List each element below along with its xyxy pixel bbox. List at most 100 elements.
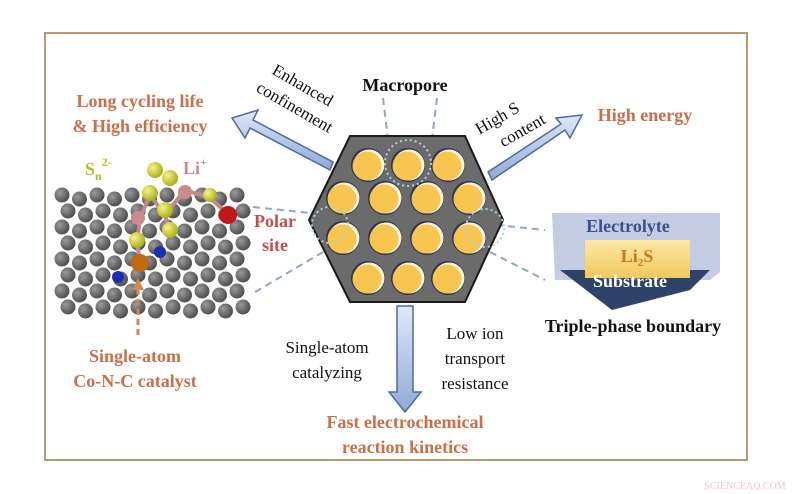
- carbon-atom: [229, 283, 245, 299]
- substrate-label: Substrate: [593, 271, 667, 291]
- sulfur-atom: [162, 170, 178, 186]
- transport-label: transport: [445, 349, 506, 368]
- carbon-atom: [194, 251, 210, 267]
- pointer-arrowhead: [132, 278, 144, 290]
- carbon-atom: [60, 267, 76, 283]
- carbon-atom: [72, 223, 87, 239]
- macropore: [369, 184, 399, 214]
- macropores: [326, 148, 486, 295]
- arrow-right-up: [487, 114, 584, 182]
- polysulfide-label: Sn2-: [85, 155, 112, 183]
- carbon-atom: [142, 223, 157, 239]
- carbon-atom: [183, 239, 198, 255]
- carbon-atom: [78, 207, 93, 223]
- carbon-atom: [212, 223, 227, 239]
- carbon-atom: [218, 239, 233, 255]
- conc-catalyst-label: Co-N-C catalyst: [73, 371, 196, 391]
- carbon-atom: [235, 267, 251, 283]
- carbon-atom: [165, 299, 181, 315]
- cobalt-atom: [131, 254, 149, 272]
- sulfur-atom: [142, 185, 158, 201]
- single-atom-label: Single-atom: [89, 346, 181, 366]
- macropore: [352, 264, 382, 294]
- carbon-atom: [165, 267, 181, 283]
- carbon-atom: [165, 235, 181, 251]
- carbon-atom: [212, 287, 227, 303]
- macropore: [411, 184, 441, 214]
- carbon-atom: [60, 235, 76, 251]
- carbon-atom: [95, 267, 111, 283]
- site-label: site: [262, 235, 288, 255]
- fast-kinetics-label-2: reaction kinetics: [342, 437, 468, 457]
- carbon-atom: [159, 187, 175, 203]
- macropore: [453, 184, 483, 214]
- watermark: SCIENCEAQ.COM: [704, 481, 786, 492]
- carbon-atom: [54, 251, 70, 267]
- arrow-left-up: [230, 108, 334, 172]
- carbon-atom: [183, 207, 198, 223]
- carbon-atom: [183, 303, 198, 319]
- carbon-atom: [107, 287, 122, 303]
- dotted-highlights: [311, 139, 505, 248]
- low-ion-label: Low ion: [446, 324, 504, 343]
- carbon-atom: [235, 299, 251, 315]
- sa-catalyzing-label-2: catalyzing: [292, 363, 362, 382]
- carbon-atom: [54, 187, 70, 203]
- carbon-atom: [194, 283, 210, 299]
- carbon-atom: [177, 255, 192, 271]
- carbon-atom: [229, 187, 245, 203]
- carbon-atom: [54, 219, 70, 235]
- arrow-down: [387, 305, 423, 414]
- carbon-atom: [148, 303, 163, 319]
- frame: [44, 32, 748, 461]
- macropore: [392, 151, 422, 181]
- carbon-atom: [78, 271, 93, 287]
- carbon-atom: [89, 187, 105, 203]
- macropore: [453, 224, 483, 254]
- carbon-atom: [60, 299, 76, 315]
- dashed-lines: [252, 97, 546, 293]
- macropore: [369, 224, 399, 254]
- carbon-atom: [113, 303, 128, 319]
- high-energy-label: High energy: [598, 105, 693, 125]
- nitrogen-atom: [154, 246, 166, 258]
- lithium-ion-label: Li+: [183, 155, 207, 178]
- carbon-atom: [72, 255, 87, 271]
- carbon-atom: [200, 203, 216, 219]
- carbon-atom: [142, 287, 157, 303]
- oxygen-atom: [219, 206, 237, 224]
- macropore: [352, 151, 382, 181]
- carbon-atom: [218, 271, 233, 287]
- carbon-atom: [89, 219, 105, 235]
- nitrogen-atom: [112, 271, 124, 283]
- carbon-atom: [54, 283, 70, 299]
- carbon-atom: [235, 235, 251, 251]
- triple-phase-label: Triple-phase boundary: [545, 316, 721, 336]
- carbon-atom: [107, 223, 122, 239]
- li2s-label: Li2S: [621, 246, 654, 269]
- carbon-atom: [107, 191, 122, 207]
- carbon-atom: [60, 203, 76, 219]
- carbon-atom: [229, 251, 245, 267]
- sulfur-atom: [203, 188, 217, 202]
- macropore: [392, 264, 422, 294]
- electrolyte-label: Electrolyte: [586, 216, 670, 236]
- carbon-atom: [124, 187, 140, 203]
- graphene-lattice: [54, 187, 251, 319]
- long-cycling-label: Long cycling life: [77, 91, 204, 111]
- carbon-atom: [218, 303, 233, 319]
- carbon-atom: [235, 203, 251, 219]
- carbon-atom: [113, 239, 128, 255]
- sa-catalyzing-label-1: Single-atom: [285, 338, 368, 357]
- lithium-atom: [131, 211, 145, 225]
- carbon-atom: [194, 219, 210, 235]
- carbon-atom: [95, 299, 111, 315]
- carbon-atom: [72, 191, 87, 207]
- carbon-atom: [200, 235, 216, 251]
- carbon-atom: [200, 299, 216, 315]
- carbon-atom: [159, 283, 175, 299]
- macropore: [327, 184, 357, 214]
- macropore-label: Macropore: [362, 75, 447, 95]
- sulfur-atom: [157, 202, 173, 218]
